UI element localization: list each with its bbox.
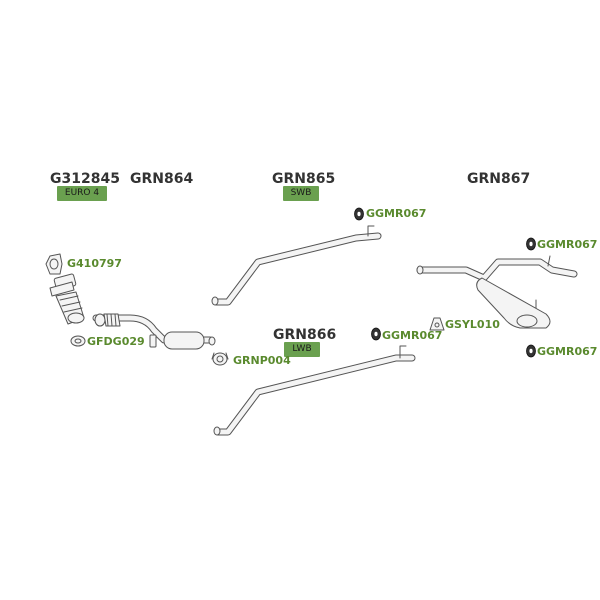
assembly-code-grn864[interactable]: GRN864	[130, 171, 194, 187]
assembly-code-grn867[interactable]: GRN867	[467, 171, 531, 187]
intermediate-pipe-swb[interactable]	[211, 225, 382, 306]
front-pipe-with-silencer[interactable]	[92, 313, 216, 350]
swb-badge: SWB	[283, 186, 319, 201]
part-label-ggmr067[interactable]: GGMR067	[366, 207, 427, 220]
part-label-grnp004[interactable]: GRNP004	[233, 354, 291, 367]
lwb-badge: LWB	[284, 342, 320, 357]
part-label-gfdg029[interactable]: GFDG029	[87, 335, 145, 348]
assembly-code-g312845[interactable]: G312845	[50, 171, 120, 187]
catalytic-converter[interactable]	[49, 273, 85, 325]
euro-4-badge: EURO 4	[57, 186, 107, 201]
rubber-mount-icon[interactable]	[526, 344, 536, 358]
assembly-code-grn866[interactable]: GRN866	[273, 327, 337, 343]
gasket-icon[interactable]	[70, 335, 86, 347]
rear-silencer[interactable]	[416, 255, 578, 329]
bracket-icon[interactable]	[429, 317, 445, 331]
part-label-ggmr067[interactable]: GGMR067	[537, 345, 598, 358]
part-label-ggmr067[interactable]: GGMR067	[382, 329, 443, 342]
part-label-g410797[interactable]: G410797	[67, 257, 122, 270]
gasket-icon[interactable]	[45, 253, 63, 275]
clamp-icon[interactable]	[211, 352, 229, 366]
rubber-mount-icon[interactable]	[526, 237, 536, 251]
part-label-ggmr067[interactable]: GGMR067	[537, 238, 598, 251]
rubber-mount-icon[interactable]	[371, 327, 381, 341]
assembly-code-grn865[interactable]: GRN865	[272, 171, 336, 187]
part-label-gsyl010[interactable]: GSYL010	[445, 318, 500, 331]
intermediate-pipe-lwb[interactable]	[213, 345, 416, 436]
rubber-mount-icon[interactable]	[354, 207, 364, 221]
